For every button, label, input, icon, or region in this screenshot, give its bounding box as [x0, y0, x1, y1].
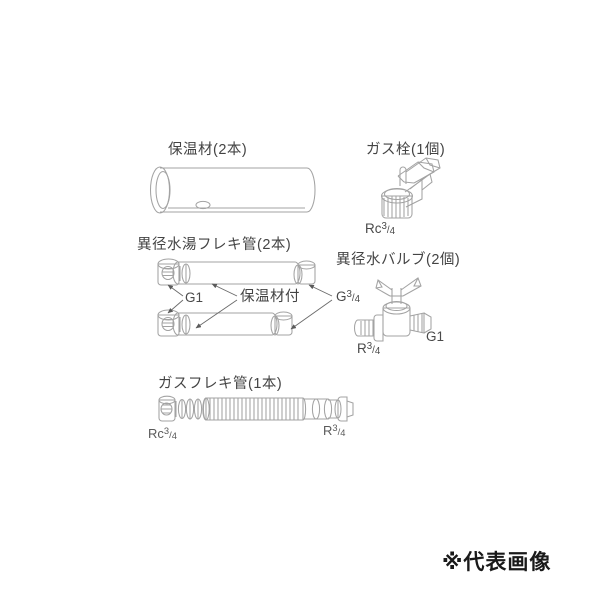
water-flex-pipe-title-label: 異径水湯フレキ管(2本): [137, 237, 292, 253]
insulation-title-label: 保温材(2本): [168, 142, 248, 158]
gas-flex-pipe-right-spec-prefix: R: [323, 423, 333, 438]
water-flex-pipe-callout-right: G3/4: [336, 289, 361, 306]
gas-cock-spec-prefix: Rc: [365, 221, 382, 237]
gas-flex-pipe-left-spec-denominator: 4: [171, 431, 177, 442]
gas-flex-pipe-right-spec-denominator: 4: [340, 428, 346, 439]
butterfly-handle-valve-icon: [354, 277, 432, 342]
gas-cock-spec-denominator: 4: [389, 226, 396, 238]
water-flex-pipe-callout-right-numerator: 3: [346, 289, 352, 300]
gas-flex-pipe-left-spec-label: Rc3/4: [148, 426, 177, 442]
water-valve-right-spec-label: G1: [426, 329, 445, 344]
water-valve-bottom-spec-denominator: 4: [374, 346, 381, 358]
representative-image-watermark: ※代表画像: [442, 551, 552, 574]
water-flex-pipe-callout-right-denominator: 4: [354, 294, 361, 306]
water-valve-bottom-spec-prefix: R: [357, 341, 367, 357]
gas-flex-pipe-left-spec-prefix: Rc: [148, 426, 164, 441]
gas-cock-title-label: ガス栓(1個): [366, 142, 446, 158]
gas-flex-pipe-left-spec-numerator: 3: [163, 426, 170, 437]
gas-flex-pipe-title-label: ガスフレキ管(1本): [158, 376, 283, 392]
water-valve-bottom-spec-numerator: 3: [366, 341, 373, 352]
water-flex-pipe-callout-right-prefix: G: [336, 289, 347, 305]
gas-flex-pipe-right-spec-label: R3/4: [323, 423, 346, 439]
water-flex-pipe-callout-left: G1: [185, 290, 204, 305]
insulation-tube-icon: [149, 166, 316, 214]
water-flex-pipe-callout-center: 保温材付: [240, 289, 300, 305]
flexible-pipe-upper-icon: [157, 258, 316, 286]
gas-cock-valve-icon: [380, 157, 441, 219]
callout-leader-lines: [167, 283, 333, 330]
flexible-pipe-lower-icon: [157, 309, 293, 337]
water-valve-bottom-spec-label: R3/4: [357, 341, 381, 358]
water-valve-title-label: 異径水バルブ(2個): [336, 252, 461, 268]
gas-flex-pipe-right-spec-numerator: 3: [332, 423, 338, 434]
gas-cock-spec-label: Rc3/4: [365, 221, 396, 238]
corrugated-gas-hose-icon: [158, 395, 354, 422]
gas-cock-spec-numerator: 3: [381, 221, 387, 232]
